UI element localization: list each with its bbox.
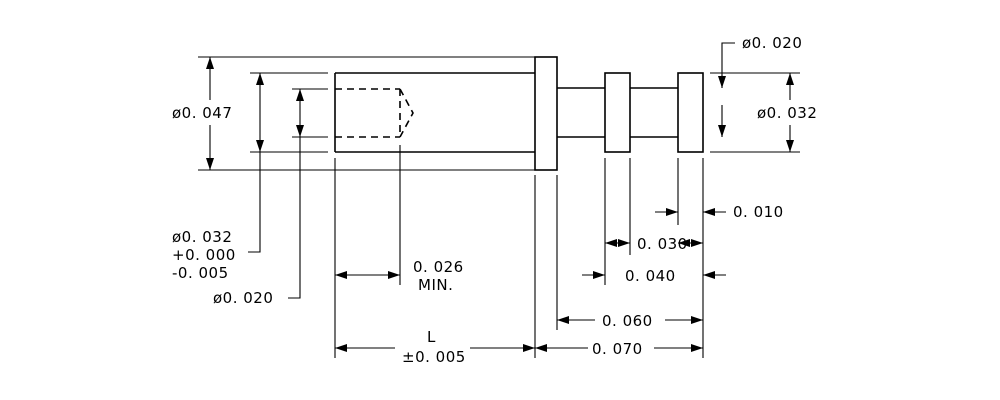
- dimension-labels: ø0. 047 ø0. 020 ø0. 032 0. 010 0. 030 0.…: [172, 34, 817, 366]
- dim-label-dia-047: ø0. 047: [172, 104, 232, 122]
- extension-lines: [198, 56, 800, 358]
- dim-label-length-tol: ±0. 005: [402, 348, 466, 366]
- dim-label-depth-note: MIN.: [418, 276, 453, 294]
- hidden-bore: [335, 88, 414, 138]
- dim-label-tol-minus: -0. 005: [172, 264, 229, 282]
- dim-label-dia-032-right: ø0. 032: [757, 104, 817, 122]
- dimension-lines: [206, 42, 794, 352]
- dim-label-040: 0. 040: [625, 267, 676, 285]
- dim-label-070: 0. 070: [592, 340, 643, 358]
- dim-label-tol-dia: ø0. 032: [172, 228, 232, 246]
- dim-label-length: L: [427, 328, 436, 346]
- dim-label-tol-plus: +0. 000: [172, 246, 236, 264]
- dim-label-030: 0. 030: [637, 235, 688, 253]
- dim-label-depth: 0. 026: [413, 258, 464, 276]
- dim-label-dia-020-bottom: ø0. 020: [213, 289, 273, 307]
- part-outline: [334, 56, 704, 171]
- dim-label-060: 0. 060: [602, 312, 653, 330]
- dim-label-010: 0. 010: [733, 203, 784, 221]
- dim-label-dia-020-top: ø0. 020: [742, 34, 802, 52]
